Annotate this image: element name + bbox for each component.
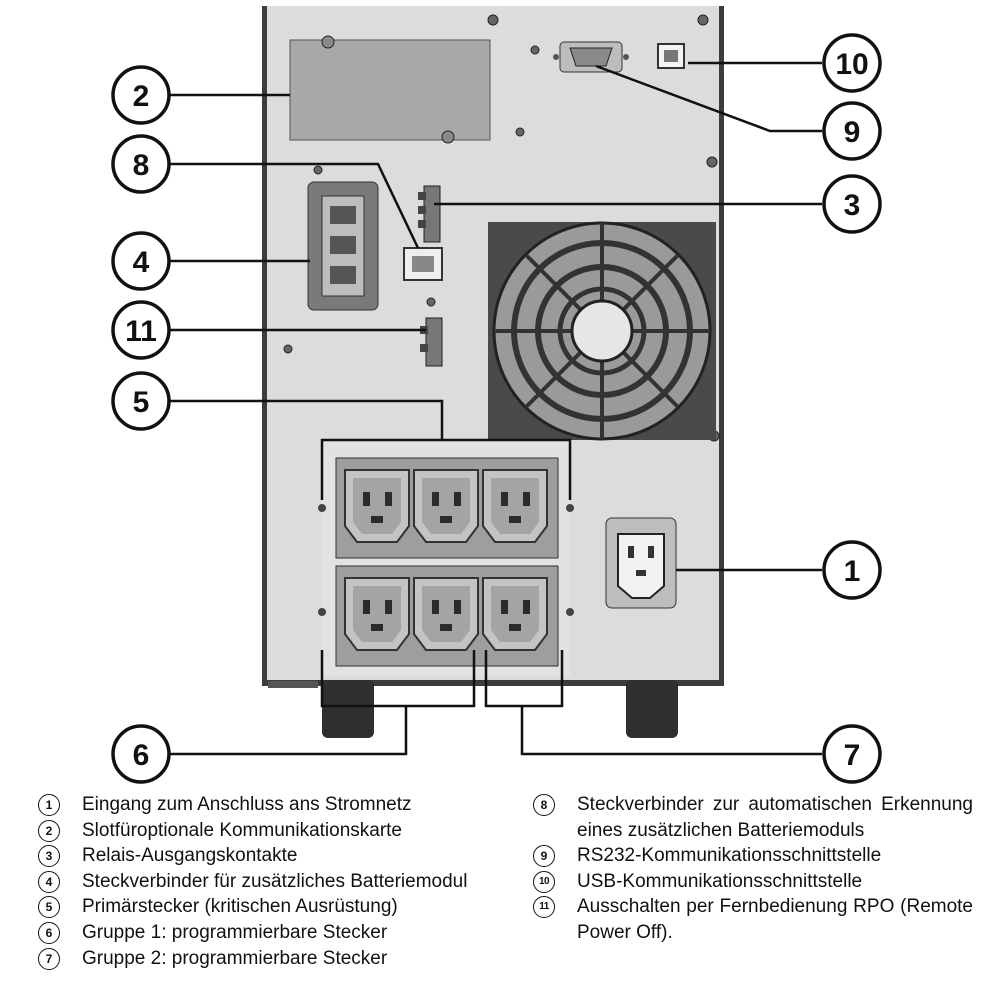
- callout-2: 2: [111, 65, 171, 125]
- callout-1-label: 1: [844, 555, 861, 588]
- legend-number-9: 9: [533, 845, 555, 868]
- legend-text-4: Steckverbinder für zusätzliches Batterie…: [82, 870, 468, 892]
- callout-3: 3: [822, 174, 882, 234]
- outlet-socket-2: [413, 469, 479, 543]
- callout-1: 1: [822, 540, 882, 600]
- usb-port: [657, 43, 685, 69]
- callout-11: 11: [111, 300, 171, 360]
- legend-number-3: 3: [38, 845, 60, 868]
- legend-item-1: 1 Eingang zum Anschluss ans Stromnetz: [38, 792, 478, 818]
- housing-screws: [283, 14, 720, 442]
- callout-4-label: 4: [133, 246, 150, 279]
- callout-5: 5: [111, 371, 171, 431]
- legend-item-2: 2 Slotfüroptionale Kommunikationskarte: [38, 818, 478, 844]
- legend-number-11: 11: [533, 896, 555, 919]
- legend-item-4: 4 Steckverbinder für zusätzliches Batter…: [38, 869, 478, 895]
- legend-text-1: Eingang zum Anschluss ans Stromnetz: [82, 794, 412, 815]
- legend-number-10: 10: [533, 870, 555, 893]
- callout-8: 8: [111, 134, 171, 194]
- callouts: 1 2 3 4 5 6 7 8 9 10 11: [111, 33, 882, 784]
- legend-number-2: 2: [38, 819, 60, 842]
- legend-left-column: 1 Eingang zum Anschluss ans Stromnetz 2 …: [38, 792, 478, 971]
- callout-6: 6: [111, 724, 171, 784]
- battery-module-connector: [307, 181, 379, 311]
- callout-8-label: 8: [133, 149, 150, 182]
- communication-card-slot: [289, 35, 491, 144]
- legend-item-3: 3 Relais-Ausgangskontakte: [38, 843, 478, 869]
- callout-3-label: 3: [844, 189, 861, 222]
- outlet-socket-3: [482, 469, 548, 543]
- ups-rear-panel-diagram: 1 2 3 4 5 6 7 8 9 10 11: [111, 6, 882, 784]
- legend-number-6: 6: [38, 921, 60, 944]
- outlet-socket-5: [413, 577, 479, 651]
- callout-4: 4: [111, 231, 171, 291]
- outlet-sockets: [344, 469, 548, 651]
- legend-text-9: RS232-Kommunikationsschnittstelle: [577, 845, 882, 867]
- legend-item-9: 9 RS232-Kommunikationsschnittstelle: [533, 843, 973, 869]
- legend-text-2: Slotfüroptionale Kommunikationskarte: [82, 819, 403, 841]
- callout-5-label: 5: [133, 386, 150, 419]
- rs232-port: [553, 41, 629, 73]
- callout-10-label: 10: [835, 48, 868, 81]
- callout-9: 9: [822, 101, 882, 161]
- legend-text-5: Primärstecker (kritischen Ausrüstung): [82, 896, 398, 918]
- callout-9-label: 9: [844, 116, 861, 149]
- legend-right-column: 8 Steckverbinder zur automatischen Erken…: [533, 792, 973, 946]
- legend-text-3: Relais-Ausgangskontakte: [82, 845, 298, 867]
- legend-item-10: 10 USB-Kommunikationsschnittstelle: [533, 869, 973, 895]
- outlet-socket-4: [344, 577, 410, 651]
- cooling-fan: [488, 221, 716, 441]
- legend-item-5: 5 Primärstecker (kritischen Ausrüstung): [38, 894, 478, 920]
- legend-text-11: Ausschalten per Fernbedienung RPO (Remot…: [577, 896, 973, 943]
- callout-11-label: 11: [125, 315, 157, 348]
- legend-text-7: Gruppe 2: programmierbare Stecker: [82, 947, 388, 969]
- legend-item-8: 8 Steckverbinder zur automatischen Erken…: [533, 792, 973, 843]
- callout-6-label: 6: [133, 739, 150, 772]
- callout-7-label: 7: [844, 739, 861, 772]
- callout-10: 10: [822, 33, 882, 93]
- legend-item-11: 11 Ausschalten per Fernbedienung RPO (Re…: [533, 894, 973, 945]
- outlet-socket-1: [344, 469, 410, 543]
- leader-lines: [168, 61, 822, 756]
- auto-detect-connector: [403, 247, 443, 281]
- outlet-socket-6: [482, 577, 548, 651]
- legend-number-7: 7: [38, 947, 60, 970]
- legend-number-8: 8: [533, 794, 555, 816]
- legend-item-7: 7 Gruppe 2: programmierbare Stecker: [38, 946, 478, 972]
- callout-7: 7: [822, 724, 882, 784]
- legend-text-10: USB-Kommunikationsschnittstelle: [577, 870, 863, 892]
- relay-output-contacts: [418, 185, 441, 243]
- callout-2-label: 2: [133, 80, 150, 113]
- legend-number-5: 5: [38, 896, 60, 919]
- legend-text-8: Steckverbinder zur automatischen Erkennu…: [577, 794, 973, 841]
- legend-number-4: 4: [38, 870, 60, 893]
- legend-text-6: Gruppe 1: programmierbare Stecker: [82, 921, 388, 943]
- legend-item-6: 6 Gruppe 1: programmierbare Stecker: [38, 920, 478, 946]
- legend-number-1: 1: [38, 794, 60, 816]
- main-input-socket: [605, 517, 677, 609]
